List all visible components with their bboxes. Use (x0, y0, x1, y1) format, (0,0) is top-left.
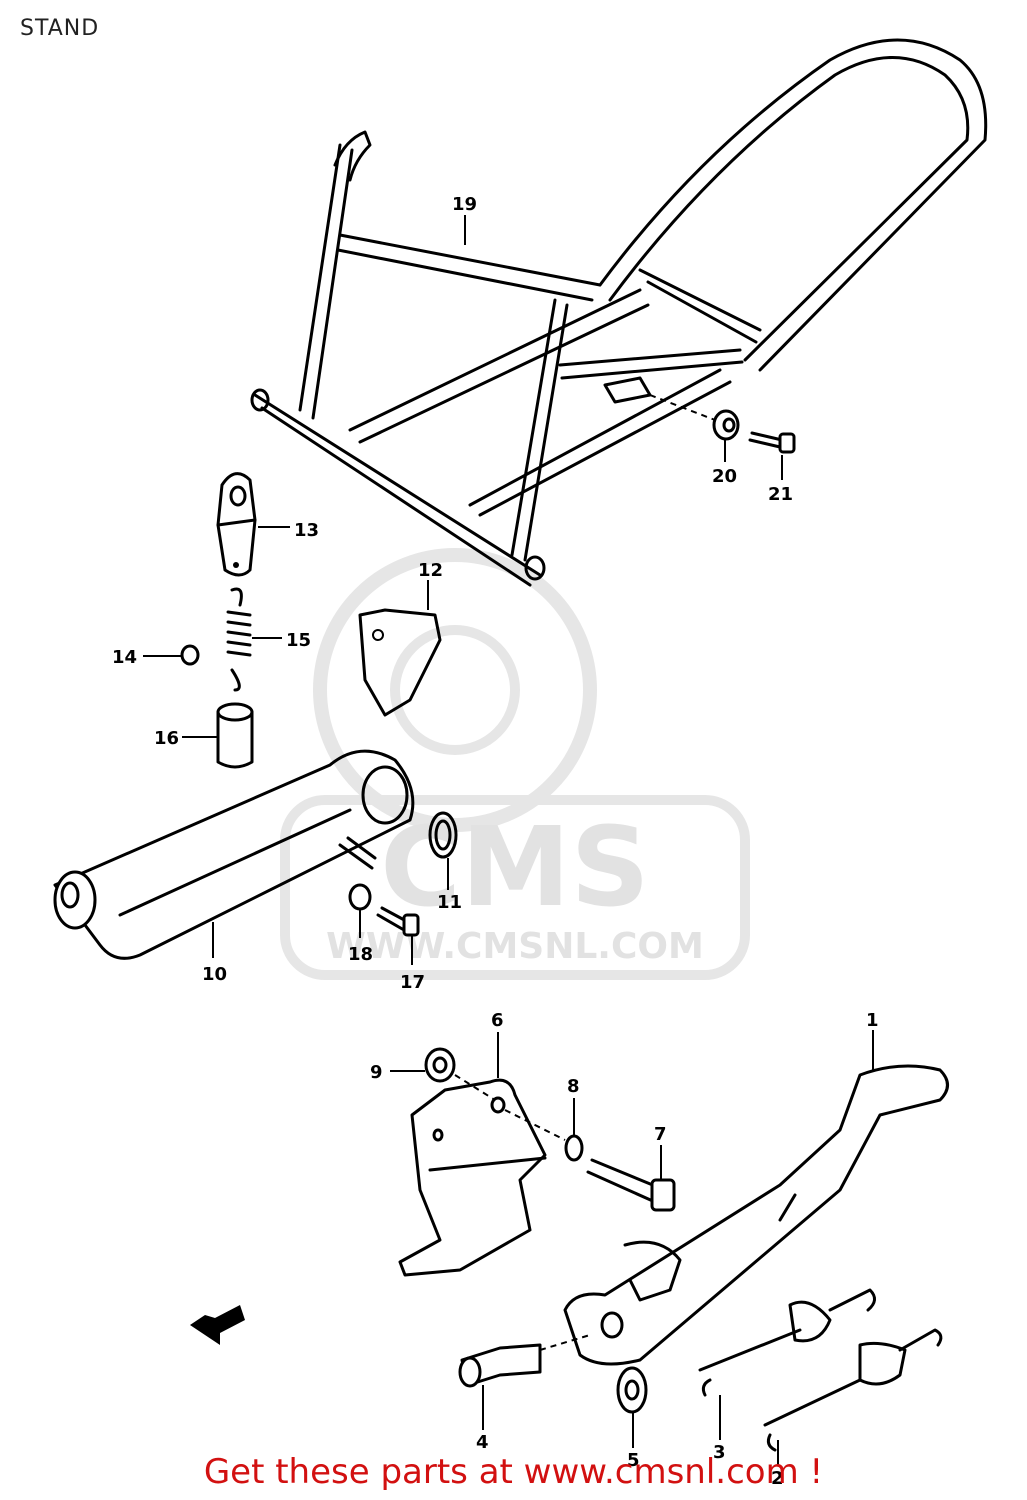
part-17-bolt (376, 906, 420, 937)
callout-labels: 19 13 14 15 16 12 20 21 11 18 17 10 9 6 … (112, 194, 879, 1489)
callout-13: 13 (294, 520, 319, 541)
callout-10: 10 (202, 964, 227, 985)
callout-7: 7 (654, 1124, 667, 1145)
callout-16: 16 (154, 728, 179, 749)
watermark-url: WWW.CMSNL.COM (326, 926, 704, 967)
callout-9: 9 (370, 1062, 383, 1083)
watermark-brand: CMS (380, 803, 649, 931)
callout-3: 3 (713, 1442, 726, 1463)
part-16-collar (216, 702, 254, 769)
callout-14: 14 (112, 647, 137, 668)
callout-6: 6 (491, 1010, 504, 1031)
part-10-lever (53, 749, 415, 960)
page-title: STAND (20, 16, 100, 41)
footer-link-text[interactable]: Get these parts at www.cmsnl.com ! (203, 1452, 824, 1492)
callout-8: 8 (567, 1076, 580, 1097)
callout-5: 5 (627, 1450, 640, 1471)
part-9-nut (424, 1047, 496, 1101)
callout-21: 21 (768, 484, 793, 505)
front-arrow-icon (190, 1305, 245, 1345)
part-13-bracket (216, 472, 257, 577)
part-14-bolt (180, 644, 200, 666)
part-11-washer (428, 811, 458, 859)
part-12-clip (358, 608, 442, 717)
callout-4: 4 (476, 1432, 489, 1453)
part-19-stand-frame (250, 38, 988, 587)
callout-12: 12 (418, 560, 443, 581)
callout-15: 15 (286, 630, 311, 651)
part-1-side-stand (563, 1064, 949, 1366)
part-15-spring (226, 587, 252, 692)
part-20-nut (649, 394, 740, 441)
callout-17: 17 (400, 972, 425, 993)
callout-20: 20 (712, 466, 737, 487)
part-2-spring (763, 1328, 943, 1452)
callout-1: 1 (866, 1010, 879, 1031)
part-5-nut (616, 1366, 648, 1414)
part-8-washer (504, 1109, 584, 1162)
callout-18: 18 (348, 944, 373, 965)
cms-watermark: CMS WWW.CMSNL.COM (280, 548, 750, 980)
callout-19: 19 (452, 194, 477, 215)
leader-lines (143, 215, 874, 1465)
part-6-bracket-plate (398, 1078, 547, 1277)
part-3-spring (698, 1288, 876, 1397)
callout-2: 2 (771, 1468, 784, 1489)
part-4-pivot-bolt (458, 1334, 591, 1388)
callout-11: 11 (437, 892, 462, 913)
part-18-nut (348, 883, 372, 911)
part-21-bolt (748, 431, 796, 454)
part-7-bolt (586, 1158, 676, 1212)
